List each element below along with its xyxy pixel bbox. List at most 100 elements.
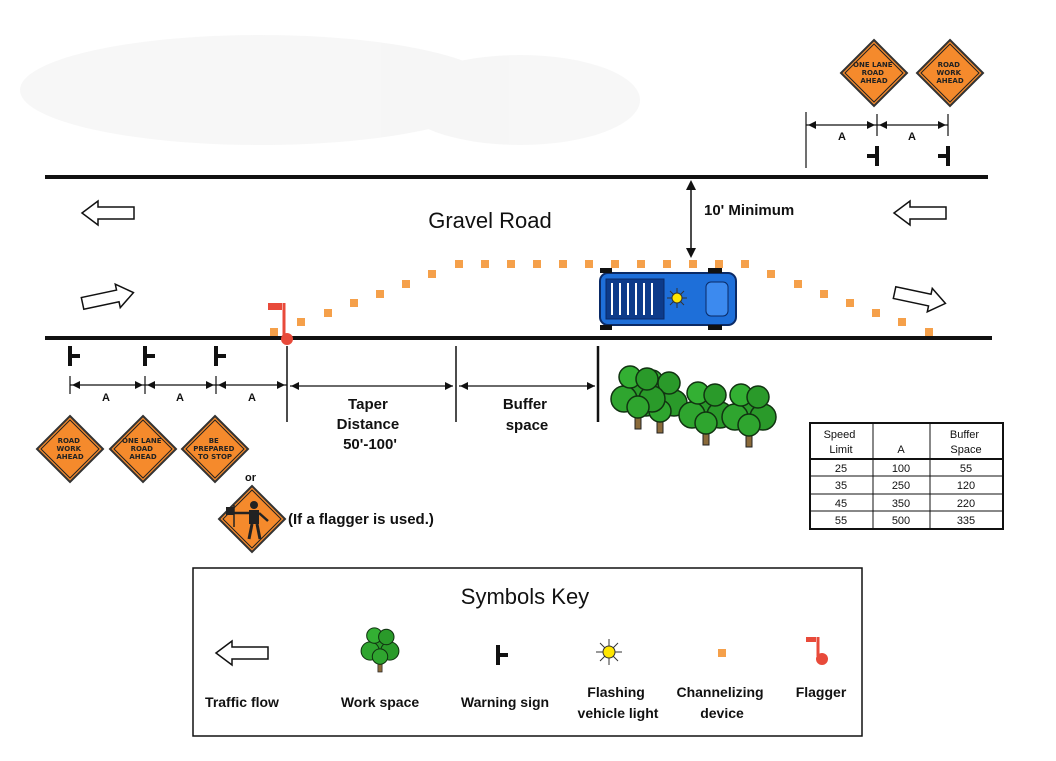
key-label-channelizing-device: Channelizing device [676,684,767,721]
buffer-label: Buffer space [503,396,551,434]
channelizing-device [270,328,278,336]
spacing-label-a: A [908,131,916,143]
table-header-a: A [897,444,905,456]
channelizing-device [297,318,305,326]
channelizing-device [324,309,332,317]
warning-sign-post-icon [143,344,157,368]
traffic-arrow-left-west [80,199,135,227]
traffic-arrow-right-east [892,285,947,314]
work-truck [599,268,737,330]
channelizing-taper [270,260,933,336]
road-label: Gravel Road [428,208,552,233]
table-cell: 350 [892,498,910,510]
channelizing-device [455,260,463,268]
svg-text:ROAD WORK AHEAD: ROAD WORK AHEAD [56,437,83,461]
minimum-clearance-label: 10' Minimum [704,202,794,219]
channelizing-device [820,290,828,298]
taper-label: Taper Distance 50'-100' [337,396,404,453]
channelizing-device [559,260,567,268]
spacing-dimensions-upper [805,112,949,168]
svg-text:ROAD WORK AHEAD: ROAD WORK AHEAD [936,61,963,85]
spacing-arrowheads-upper [808,121,946,129]
key-label-flagger: Flagger [796,684,847,700]
svg-text:ONE LANE ROAD AHEA: ONE LANE ROAD AHEAD [853,61,895,85]
channelizing-device [637,260,645,268]
flagger-figure-icon [226,501,269,540]
channelizing-device [846,299,854,307]
flagger-icon [806,637,828,665]
channelizing-device [925,328,933,336]
table-cell: 45 [835,498,847,510]
speed-table [809,422,1004,530]
flagger-icon [268,303,293,345]
spacing-label-a: A [102,392,110,404]
key-label-flashing-light: Flashing vehicle light [578,684,659,721]
channelizing-device [585,260,593,268]
channelizing-device-icon [718,649,726,657]
traffic-arrow-left-east [892,199,947,227]
symbols-key-title: Symbols Key [461,584,589,609]
channelizing-device [898,318,906,326]
sign-road-work-ahead: ROAD WORK AHEAD [916,39,984,107]
key-label-work-space: Work space [341,694,420,710]
channelizing-device [350,299,358,307]
spacing-label-a: A [248,392,256,404]
traffic-flow-arrow-icon [214,639,269,667]
table-cell: 55 [960,463,972,475]
spacing-label-a: A [176,392,184,404]
channelizing-device [741,260,749,268]
minimum-clearance-dimension [686,180,696,258]
table-cell: 500 [892,515,910,527]
table-cell: 335 [957,515,975,527]
channelizing-device [428,270,436,278]
sign-one-lane-road-ahead: ONE LANE ROAD AHEAD [840,39,908,107]
channelizing-device [689,260,697,268]
svg-text:ONE LANE ROAD AHEA: ONE LANE ROAD AHEAD [122,437,164,461]
flashing-light-icon [596,639,622,665]
or-label: or [245,472,257,484]
warning-sign-post-icon [936,144,950,168]
svg-text:BE PREPARED TO STO: BE PREPARED TO STOP [193,437,237,461]
tree-icon [721,383,777,448]
sign-road-work-ahead: ROAD WORK AHEAD [36,415,104,483]
channelizing-device [611,260,619,268]
warning-sign-post-icon [68,344,82,368]
spacing-dimensions-lower [69,376,287,394]
channelizing-device [402,280,410,288]
key-label-warning-sign: Warning sign [461,694,549,710]
sign-be-prepared-to-stop: BE PREPARED TO STOP [181,415,249,483]
table-cell: 220 [957,498,975,510]
channelizing-device [872,309,880,317]
table-cell: 35 [835,480,847,492]
flagger-note: (If a flagger is used.) [288,511,434,528]
table-cell: 25 [835,463,847,475]
buffer-dimension [459,382,595,390]
taper-dimension [290,382,453,390]
key-label-traffic-flow: Traffic flow [205,694,279,710]
channelizing-device [376,290,384,298]
table-header-speed: Speed Limit [824,429,859,456]
spacing-label-a: A [838,131,846,143]
sign-flagger-ahead [218,485,286,553]
channelizing-device [481,260,489,268]
table-cell: 120 [957,480,975,492]
channelizing-device [533,260,541,268]
flashing-light-icon [667,288,687,308]
sign-one-lane-road-ahead: ONE LANE ROAD AHEAD [109,415,177,483]
traffic-arrow-right-west [80,282,135,311]
background-shadow [20,35,640,145]
channelizing-device [767,270,775,278]
warning-sign-post-icon [214,344,228,368]
spacing-arrowheads-lower [72,381,285,389]
table-header-buffer: Buffer Space [950,429,982,456]
table-cell: 250 [892,480,910,492]
warning-sign-post-icon [865,144,879,168]
channelizing-device [663,260,671,268]
channelizing-device [507,260,515,268]
symbols-key-box [192,567,863,737]
table-cell: 100 [892,463,910,475]
channelizing-device [715,260,723,268]
channelizing-device [794,280,802,288]
